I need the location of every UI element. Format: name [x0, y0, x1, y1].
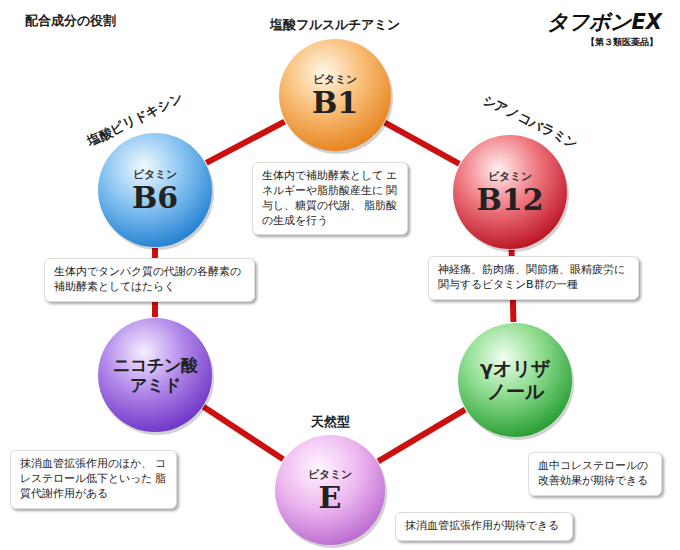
- ingredient-circle: ビタミンE天然型: [274, 434, 386, 546]
- link-bar: [206, 122, 284, 163]
- link-bar: [203, 407, 283, 459]
- description-box: 抹消血管拡張作用のほか、 コレステロール低下といった 脂質代謝作用がある: [10, 450, 177, 509]
- description-text: 神経痛、筋肉痛、関節痛、眼精疲労に 関与するビタミンB群の一種: [438, 263, 629, 293]
- ingredient-label: γオリザ ノール: [470, 357, 560, 403]
- ingredient-circle: ビタミンB12シアノコバラミン: [452, 134, 568, 250]
- ingredient-circle: ニコチン酸 アミド: [97, 317, 213, 433]
- category-note: 【第３類医薬品】: [586, 36, 658, 49]
- ingredient-circle: ビタミンB6塩酸ピリドキシン: [97, 132, 213, 248]
- ingredient-circle: γオリザ ノール: [457, 322, 573, 438]
- description-box: 生体内でタンパク質の代謝の各酵素の 補助酵素としてはたらく: [44, 258, 255, 302]
- description-text: 生体内でタンパク質の代謝の各酵素の 補助酵素としてはたらく: [54, 265, 245, 295]
- circle-content: ニコチン酸 アミド: [97, 317, 213, 433]
- brand-logo: タフボンEX: [547, 8, 662, 36]
- ingredient-circle: ビタミンB1塩酸フルスルチアミン: [278, 38, 392, 152]
- description-box: 神経痛、筋肉痛、関節痛、眼精疲労に 関与するビタミンB群の一種: [428, 256, 639, 300]
- link-bar: [378, 410, 465, 462]
- vitamin-word: ビタミン: [308, 467, 352, 482]
- ingredient-label: ニコチン酸 アミド: [107, 355, 203, 396]
- diagram-title: 配合成分の役割: [25, 12, 116, 30]
- description-text: 抹消血管拡張作用が期待できる: [405, 519, 563, 534]
- vitamin-code: E: [319, 482, 342, 514]
- circle-content: ビタミンB12: [452, 134, 568, 250]
- vitamin-code: B6: [132, 182, 178, 214]
- vitamin-word: ビタミン: [133, 167, 177, 182]
- vitamin-word: ビタミン: [488, 169, 532, 184]
- vitamin-code: B1: [312, 87, 358, 119]
- description-box: 血中コレステロールの 改善効果が期待できる: [528, 452, 662, 496]
- ingredient-name: 天然型: [311, 413, 350, 431]
- circle-content: γオリザ ノール: [457, 322, 573, 438]
- description-text: 生体内で補助酵素として エネルギーや脂肪酸産生に 関与し、糖質の代謝、 脂肪酸の…: [262, 169, 398, 228]
- circle-content: ビタミンB1: [278, 38, 392, 152]
- circle-content: ビタミンB6: [97, 132, 213, 248]
- description-box: 抹消血管拡張作用が期待できる: [395, 512, 573, 541]
- description-text: 血中コレステロールの 改善効果が期待できる: [538, 459, 652, 489]
- vitamin-word: ビタミン: [313, 72, 357, 87]
- description-box: 生体内で補助酵素として エネルギーや脂肪酸産生に 関与し、糖質の代謝、 脂肪酸の…: [252, 162, 408, 235]
- ingredient-name: 塩酸フルスルチアミン: [270, 16, 400, 34]
- vitamin-code: B12: [476, 184, 543, 216]
- description-text: 抹消血管拡張作用のほか、 コレステロール低下といった 脂質代謝作用がある: [20, 457, 167, 502]
- circle-content: ビタミンE: [274, 434, 386, 546]
- link-bar: [385, 123, 459, 164]
